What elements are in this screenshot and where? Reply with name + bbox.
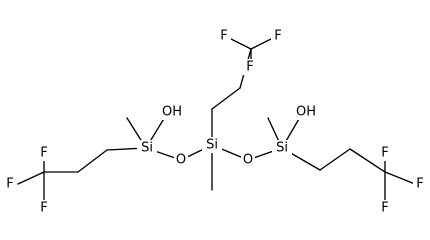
molecule-drawing: F F F OH OH Si Si Si O O F F F F F [3, 28, 427, 216]
atom-labels: F F F OH OH Si Si Si O O F F F F F [3, 28, 427, 216]
atom-o-left: O [176, 153, 186, 168]
bond-right-chain-2 [319, 148, 351, 171]
atom-f-left-left: F [6, 177, 13, 192]
atom-f-top-bottom: F [246, 60, 253, 75]
atom-f-right-top: F [381, 146, 388, 161]
atom-f-right-right: F [416, 177, 423, 192]
atom-si-center: Si [206, 138, 218, 153]
atom-f-left-top: F [40, 146, 47, 161]
atom-f-right-bottom: F [381, 201, 388, 216]
bond-cf3-left-f-left [17, 171, 45, 185]
atom-f-left-bottom: F [40, 201, 47, 216]
atom-oh-right: OH [296, 105, 316, 120]
bond-right-chain-3 [349, 148, 386, 173]
bonds [17, 35, 416, 201]
bond-left-chain-2 [77, 149, 108, 173]
bond-cf3-right-f-right [384, 171, 416, 185]
atom-si-left: Si [141, 141, 153, 156]
structure-diagram: F F F OH OH Si Si Si O O F F F F F [3, 28, 427, 216]
bond-top-chain-2 [211, 87, 241, 110]
atom-o-right: O [243, 153, 253, 168]
atom-si-right: Si [276, 141, 288, 156]
atom-f-top-left: F [220, 29, 227, 44]
atom-oh-left: OH [162, 105, 182, 120]
atom-f-top-right: F [274, 29, 281, 44]
